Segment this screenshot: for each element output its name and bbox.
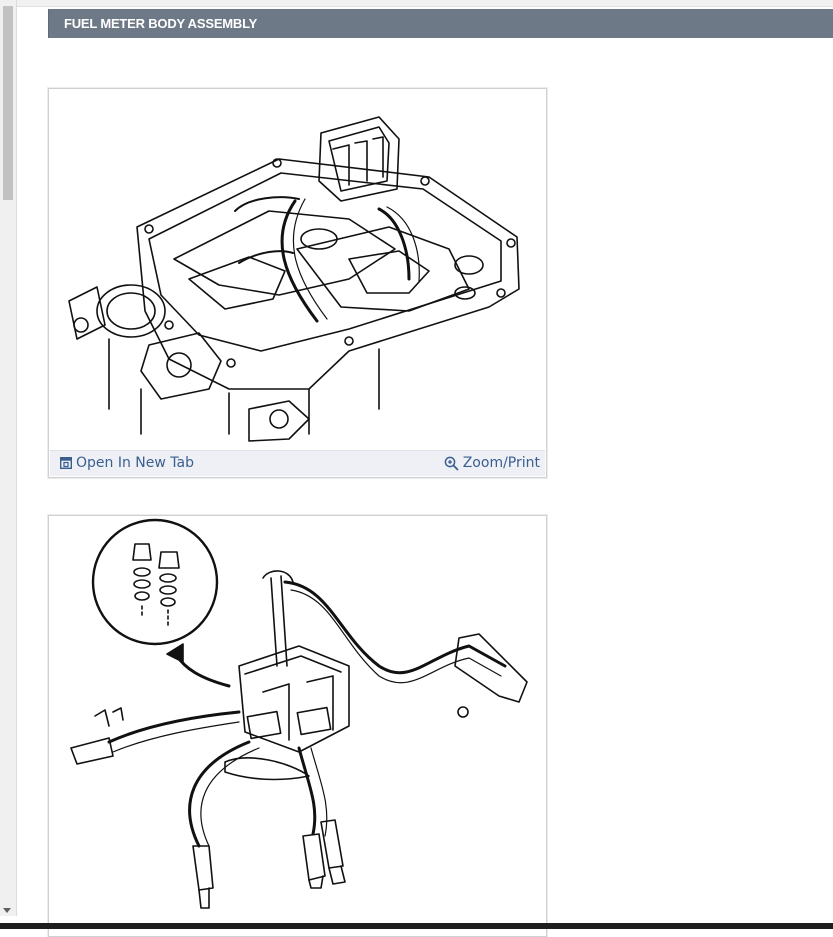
zoom-icon xyxy=(444,456,459,471)
top-border xyxy=(0,0,833,7)
bottom-taskbar-edge xyxy=(0,923,833,929)
scroll-down-arrow-icon[interactable] xyxy=(3,908,11,913)
fuel-meter-body-illustration-1[interactable] xyxy=(49,89,546,449)
zoom-print-label: Zoom/Print xyxy=(462,455,540,471)
scrollbar-thumb[interactable] xyxy=(3,6,13,200)
open-in-new-tab-icon xyxy=(60,457,72,469)
open-in-new-tab-label: Open In New Tab xyxy=(76,455,194,471)
figure-footer-1: Open In New Tab Zoom/Print xyxy=(50,450,545,476)
open-in-new-tab-link[interactable]: Open In New Tab xyxy=(60,455,194,471)
fuel-meter-body-illustration-2[interactable] xyxy=(49,516,546,926)
page-title: FUEL METER BODY ASSEMBLY xyxy=(64,16,258,31)
figure-card-2 xyxy=(48,515,547,937)
section-title-bar: FUEL METER BODY ASSEMBLY xyxy=(48,9,833,38)
vertical-scrollbar[interactable] xyxy=(0,0,17,916)
zoom-print-link[interactable]: Zoom/Print xyxy=(444,455,540,471)
figure-card-1: Open In New Tab Zoom/Print xyxy=(48,88,547,478)
